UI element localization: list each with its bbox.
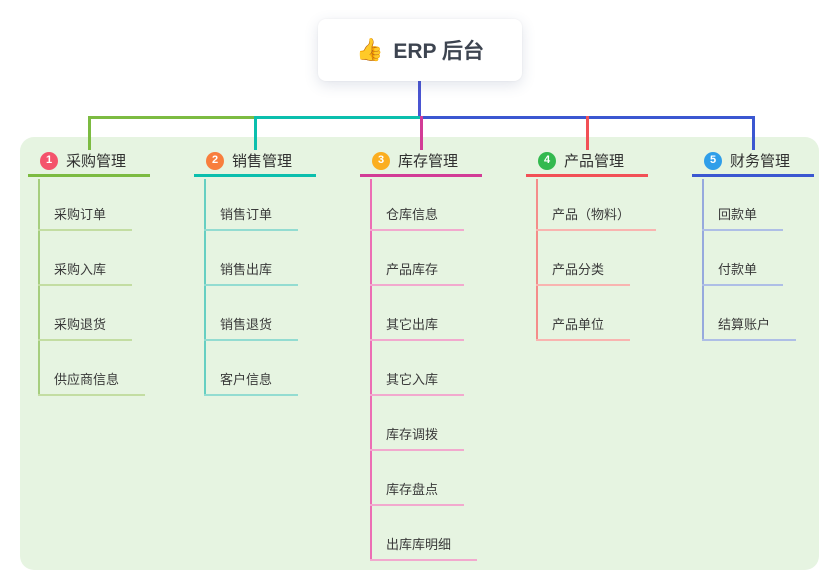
child-node-产品库存[interactable]: 产品库存 — [370, 262, 465, 286]
branch-5-children-line — [702, 179, 704, 341]
branch-number-badge: 1 — [40, 151, 58, 170]
bus-segment-branch-1 — [89, 116, 255, 119]
branch-number-badge: 5 — [704, 151, 722, 170]
branch-2-children-line — [204, 179, 206, 396]
branch-number-badge: 3 — [372, 151, 390, 170]
child-node-仓库信息[interactable]: 仓库信息 — [370, 207, 465, 231]
child-node-库存盘点[interactable]: 库存盘点 — [370, 482, 465, 506]
child-node-出库库明细[interactable]: 出库库明细 — [370, 537, 478, 561]
branch-1-children-line — [38, 179, 40, 396]
child-node-产品分类[interactable]: 产品分类 — [536, 262, 631, 286]
child-node-采购入库[interactable]: 采购入库 — [38, 262, 133, 286]
branch-label: 财务管理 — [730, 153, 791, 170]
branch-node-采购管理[interactable]: 1 采购管理 — [28, 147, 150, 177]
root-connector-line — [418, 80, 421, 119]
branch-2-drop-line — [254, 116, 257, 150]
child-node-采购退货[interactable]: 采购退货 — [38, 317, 133, 341]
branch-3-children-line — [370, 179, 372, 561]
root-node-label: ERP 后台 — [393, 40, 485, 63]
child-node-产品单位[interactable]: 产品单位 — [536, 317, 631, 341]
branch-number-badge: 4 — [538, 151, 556, 170]
child-node-供应商信息[interactable]: 供应商信息 — [38, 372, 146, 396]
branch-4-drop-line — [586, 116, 589, 150]
child-node-销售订单[interactable]: 销售订单 — [204, 207, 299, 231]
branch-node-库存管理[interactable]: 3 库存管理 — [360, 147, 482, 177]
child-node-产品（物料）[interactable]: 产品（物料） — [536, 207, 657, 231]
child-node-其它出库[interactable]: 其它出库 — [370, 317, 465, 341]
child-node-库存调拨[interactable]: 库存调拨 — [370, 427, 465, 451]
child-node-销售出库[interactable]: 销售出库 — [204, 262, 299, 286]
root-node[interactable]: 👍 ERP 后台 — [318, 19, 522, 81]
branch-label: 产品管理 — [564, 153, 625, 170]
child-node-结算账户[interactable]: 结算账户 — [702, 317, 797, 341]
child-node-其它入库[interactable]: 其它入库 — [370, 372, 465, 396]
branch-label: 库存管理 — [398, 153, 459, 170]
branch-node-财务管理[interactable]: 5 财务管理 — [692, 147, 814, 177]
child-node-采购订单[interactable]: 采购订单 — [38, 207, 133, 231]
branch-label: 采购管理 — [66, 153, 127, 170]
branch-number-badge: 2 — [206, 151, 224, 170]
branch-node-销售管理[interactable]: 2 销售管理 — [194, 147, 316, 177]
branch-1-drop-line — [88, 116, 91, 150]
branch-label: 销售管理 — [232, 153, 293, 170]
child-node-客户信息[interactable]: 客户信息 — [204, 372, 299, 396]
branch-5-drop-line — [752, 116, 755, 150]
child-node-回款单[interactable]: 回款单 — [702, 207, 784, 231]
branch-4-children-line — [536, 179, 538, 341]
branch-3-drop-line — [420, 116, 423, 150]
branch-node-产品管理[interactable]: 4 产品管理 — [526, 147, 648, 177]
thumbs-up-icon: 👍 — [355, 37, 384, 62]
bus-segment-branch-2 — [255, 116, 421, 119]
child-node-销售退货[interactable]: 销售退货 — [204, 317, 299, 341]
child-node-付款单[interactable]: 付款单 — [702, 262, 784, 286]
branches-background-panel — [20, 137, 819, 570]
